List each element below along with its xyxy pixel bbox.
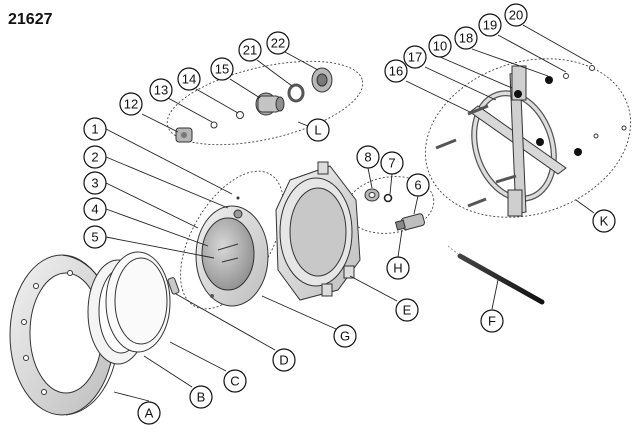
- callout-label: D: [279, 353, 288, 368]
- callout-15: 15: [210, 57, 234, 81]
- callout-12: 12: [119, 92, 143, 116]
- callout-l: L: [306, 118, 330, 142]
- callout-label: 18: [459, 31, 473, 46]
- callout-22: 22: [266, 31, 290, 55]
- callout-label: 17: [408, 50, 422, 65]
- callout-label: 20: [509, 8, 523, 23]
- callout-label: 13: [154, 83, 168, 98]
- callout-13: 13: [149, 78, 173, 102]
- callout-label: 7: [388, 156, 395, 171]
- callout-7: 7: [380, 151, 404, 175]
- callout-label: 4: [91, 202, 98, 217]
- callout-4: 4: [83, 197, 107, 221]
- callout-k: K: [592, 209, 616, 233]
- callout-label: H: [393, 261, 402, 276]
- callout-label: A: [145, 406, 154, 421]
- callout-label: 10: [433, 39, 447, 54]
- part-number-title: 21627: [8, 11, 53, 28]
- callout-16: 16: [384, 59, 408, 83]
- callout-label: 16: [389, 64, 403, 79]
- lamp-assembly-parts-1-5: [195, 196, 269, 307]
- callout-label: 5: [91, 230, 98, 245]
- group-h-outline: [345, 176, 435, 234]
- callout-label: 8: [364, 150, 371, 165]
- callout-d: D: [272, 348, 296, 372]
- callout-19: 19: [478, 13, 502, 37]
- callout-label: 21: [243, 43, 257, 58]
- callout-label: 14: [182, 72, 196, 87]
- callout-label: C: [230, 374, 239, 389]
- callout-3: 3: [83, 171, 107, 195]
- callout-h: H: [386, 256, 410, 280]
- callout-f: F: [480, 309, 504, 333]
- callout-label: 22: [271, 36, 285, 51]
- callout-g: G: [333, 324, 357, 348]
- callout-label: E: [403, 303, 412, 318]
- callout-17: 17: [403, 45, 427, 69]
- callout-10: 10: [428, 34, 452, 58]
- callout-label: L: [314, 123, 321, 138]
- screw-part-d: [167, 277, 180, 295]
- cable-gland-group-h-parts: [364, 188, 425, 231]
- callout-label: 2: [91, 150, 98, 165]
- callout-a: A: [137, 401, 161, 425]
- group-k-outline: [424, 58, 632, 218]
- cable-part-f: [447, 245, 545, 305]
- callout-20: 20: [504, 3, 528, 27]
- niche-housing-part-e: [275, 161, 361, 301]
- callout-label: 19: [483, 18, 497, 33]
- callout-8: 8: [356, 145, 380, 169]
- callout-label: K: [600, 214, 609, 229]
- callout-label: 6: [414, 178, 421, 193]
- callout-14: 14: [177, 67, 201, 91]
- callout-1: 1: [83, 117, 107, 141]
- callout-18: 18: [454, 26, 478, 50]
- callout-c: C: [223, 369, 247, 393]
- callout-label: 12: [124, 97, 138, 112]
- group-l-outline: [166, 60, 364, 146]
- mounting-bracket-group-k: [435, 65, 627, 217]
- callout-label: F: [488, 314, 496, 329]
- leader-lines: [105, 24, 595, 402]
- callout-label: 1: [91, 122, 98, 137]
- callout-label: B: [197, 390, 206, 405]
- callout-5: 5: [83, 225, 107, 249]
- callout-6: 6: [406, 173, 430, 197]
- callout-e: E: [395, 298, 419, 322]
- callout-21: 21: [238, 38, 262, 62]
- callout-label: 3: [91, 176, 98, 191]
- callout-2: 2: [83, 145, 107, 169]
- callout-b: B: [189, 385, 213, 409]
- callout-label: G: [340, 329, 350, 344]
- lens-ring-part-c: [105, 251, 171, 353]
- callout-label: 15: [215, 62, 229, 77]
- group-l-parts: [175, 67, 333, 143]
